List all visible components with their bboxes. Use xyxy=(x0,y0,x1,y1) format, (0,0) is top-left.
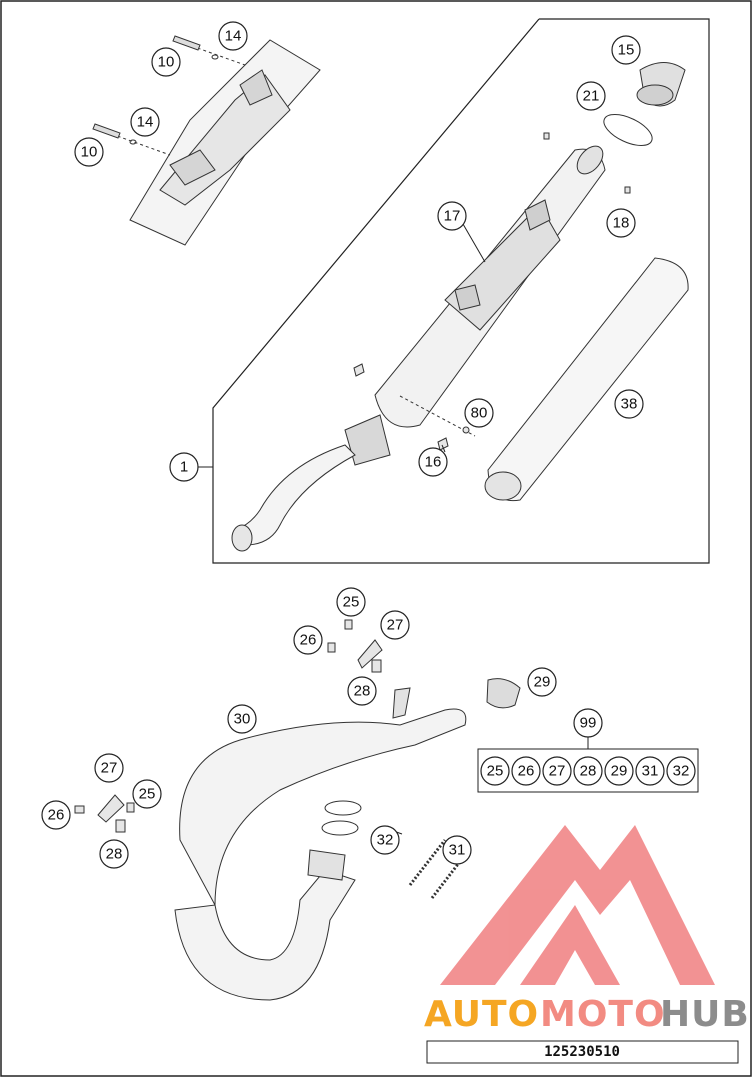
kit-99-box xyxy=(477,748,699,793)
svg-text:28: 28 xyxy=(106,846,123,863)
svg-text:17: 17 xyxy=(444,208,461,225)
diagram-id: 125230510 xyxy=(544,1044,620,1060)
svg-text:28: 28 xyxy=(580,763,597,780)
svg-text:25: 25 xyxy=(139,786,156,803)
svg-text:38: 38 xyxy=(621,396,638,413)
svg-text:25: 25 xyxy=(487,763,504,780)
callout-15: 15 xyxy=(611,35,641,65)
svg-text:21: 21 xyxy=(583,88,600,105)
svg-text:32: 32 xyxy=(673,763,690,780)
svg-text:18: 18 xyxy=(613,215,630,232)
callout-16: 16 xyxy=(418,447,448,477)
callout-28b: 28 xyxy=(99,839,129,869)
callout-29: 29 xyxy=(527,667,557,697)
watermark-logo-mark xyxy=(440,825,715,985)
svg-text:31: 31 xyxy=(642,763,659,780)
kit-item-29: 29 xyxy=(604,756,634,786)
kit-item-26: 26 xyxy=(511,756,541,786)
svg-text:30: 30 xyxy=(234,711,251,728)
callout-80: 80 xyxy=(464,398,494,428)
svg-text:27: 27 xyxy=(387,617,404,634)
callout-38: 38 xyxy=(614,389,644,419)
svg-text:27: 27 xyxy=(549,763,566,780)
diagram-id-box xyxy=(426,1040,739,1064)
svg-text:10: 10 xyxy=(158,54,175,71)
svg-text:26: 26 xyxy=(518,763,535,780)
kit-item-25: 25 xyxy=(480,756,510,786)
callout-27a: 27 xyxy=(380,610,410,640)
callout-26a: 26 xyxy=(293,625,323,655)
callout-10b: 10 xyxy=(74,137,104,167)
silencer-packing xyxy=(484,257,689,502)
silencer-panel-frame xyxy=(212,18,710,564)
end-cap xyxy=(603,62,686,146)
mount-detail xyxy=(92,35,321,246)
kit-item-31: 31 xyxy=(635,756,665,786)
callout-14a: 14 xyxy=(218,21,248,51)
callout-31: 31 xyxy=(442,835,472,865)
svg-text:26: 26 xyxy=(48,807,65,824)
watermark-text: AUTO MOTO HUB xyxy=(424,994,750,1035)
watermark-part-3: HUB xyxy=(660,994,750,1035)
svg-text:15: 15 xyxy=(618,42,635,59)
svg-text:25: 25 xyxy=(343,594,360,611)
silencer xyxy=(231,145,606,552)
callout-17: 17 xyxy=(437,201,467,231)
watermark-part-1: AUTO xyxy=(424,994,539,1035)
callout-25b: 25 xyxy=(132,779,162,809)
svg-text:29: 29 xyxy=(534,674,551,691)
callout-21: 21 xyxy=(576,81,606,111)
callout-1: 1 xyxy=(169,452,199,482)
callout-99: 99 xyxy=(573,708,603,738)
svg-text:16: 16 xyxy=(425,454,442,471)
callout-27b: 27 xyxy=(94,753,124,783)
svg-text:80: 80 xyxy=(471,405,488,422)
kit-item-27: 27 xyxy=(542,756,572,786)
svg-text:31: 31 xyxy=(449,842,466,859)
svg-text:32: 32 xyxy=(377,832,394,849)
svg-text:26: 26 xyxy=(300,632,317,649)
svg-text:14: 14 xyxy=(137,114,154,131)
svg-text:14: 14 xyxy=(225,28,242,45)
silencer-fasteners xyxy=(353,132,631,451)
callout-18: 18 xyxy=(606,208,636,238)
watermark-part-2: MOTO xyxy=(540,994,666,1035)
callout-30: 30 xyxy=(227,704,257,734)
callout-25a: 25 xyxy=(336,587,366,617)
header-pipe xyxy=(174,678,521,1001)
kit-item-32: 32 xyxy=(666,756,696,786)
callout-26b: 26 xyxy=(41,800,71,830)
callout-32: 32 xyxy=(370,825,400,855)
svg-text:29: 29 xyxy=(611,763,628,780)
svg-text:10: 10 xyxy=(81,144,98,161)
callout-10a: 10 xyxy=(151,47,181,77)
kit-item-28: 28 xyxy=(573,756,603,786)
svg-text:99: 99 xyxy=(580,715,597,732)
callouts: 10 14 10 14 15 21 17 18 80 38 1 16 25 27… xyxy=(41,21,696,869)
svg-text:27: 27 xyxy=(101,760,118,777)
callout-14b: 14 xyxy=(130,107,160,137)
callout-28a: 28 xyxy=(347,676,377,706)
svg-text:28: 28 xyxy=(354,683,371,700)
svg-text:1: 1 xyxy=(180,459,188,476)
bracket-parts xyxy=(74,619,383,833)
